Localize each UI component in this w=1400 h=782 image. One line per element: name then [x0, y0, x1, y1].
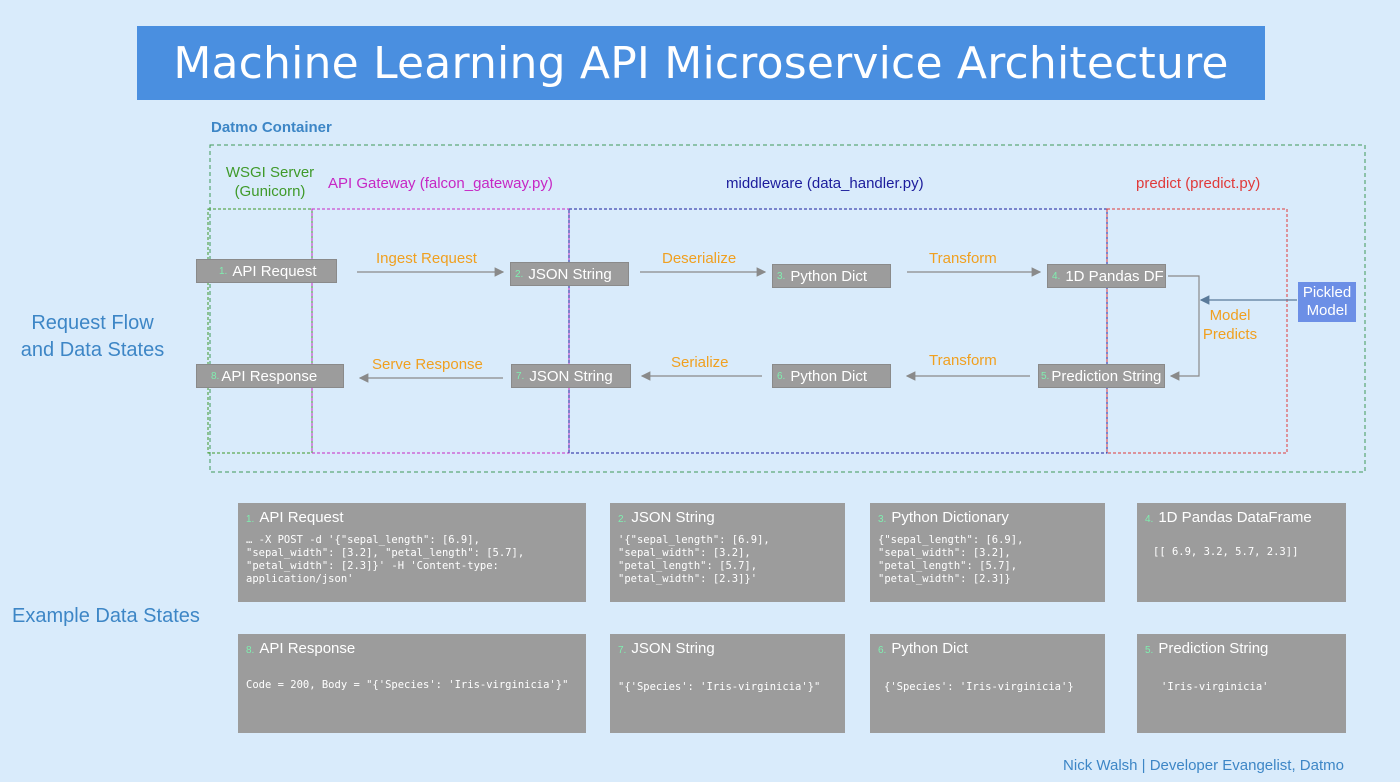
node-label: Prediction String — [1051, 367, 1162, 385]
card-json-string-out: 7. JSON String "{'Species': 'Iris-virgini… — [610, 634, 845, 733]
pickled-model-label: Pickled Model — [1302, 284, 1352, 319]
pickled-model: Pickled Model — [1298, 282, 1356, 322]
card-title: 1D Pandas DataFrame — [1158, 509, 1312, 526]
card-prediction-string: 5. Prediction String 'Iris-virginicia' — [1137, 634, 1346, 733]
wsgi-label: WSGI Server (Gunicorn) — [225, 164, 315, 200]
card-code: '{"sepal_length": [6.9], "sepal_width": … — [618, 534, 770, 585]
node-number: 4. — [1052, 270, 1061, 282]
card-code: {'Species': 'Iris-virginicia'} — [884, 681, 1074, 693]
card-api-response: 8. API Response Code = 200, Body = "{'Spe… — [238, 634, 586, 733]
card-number: 3. — [878, 514, 887, 525]
wsgi-zone-boundary — [207, 208, 313, 454]
card-code: … -X POST -d '{"sepal_length": [6.9], "s… — [246, 534, 525, 585]
card-title: JSON String — [631, 640, 715, 657]
card-title: API Response — [259, 640, 356, 657]
card-python-dict-out: 6. Python Dict {'Species': 'Iris-virginic… — [870, 634, 1105, 733]
card-title: Python Dict — [891, 640, 969, 657]
request-flow-label: Request Flow and Data States — [20, 312, 165, 361]
node-label: Python Dict — [790, 267, 868, 285]
middleware-label: middleware (data_handler.py) — [726, 175, 924, 192]
card-number: 8. — [246, 645, 255, 656]
card-number: 1. — [246, 514, 255, 525]
edge-model-predicts-label: Model Predicts — [1202, 307, 1258, 343]
card-api-request: 1. API Request … -X POST -d '{"sepal_leng… — [238, 503, 586, 602]
node-number: 1. — [219, 265, 228, 277]
edge-transform-bottom-label: Transform — [929, 352, 997, 369]
node-label: JSON String — [529, 367, 613, 385]
node-python-dict-out: 6. Python Dict — [772, 364, 891, 388]
node-label: API Response — [221, 367, 318, 385]
node-json-string-out: 7. JSON String — [511, 364, 631, 388]
card-number: 5. — [1145, 645, 1154, 656]
card-title: JSON String — [631, 509, 715, 526]
footer-credit: Nick Walsh | Developer Evangelist, Datmo — [1063, 757, 1344, 774]
card-code: 'Iris-virginicia' — [1161, 681, 1269, 693]
card-title: Python Dictionary — [891, 509, 1009, 526]
node-number: 5. — [1041, 370, 1050, 382]
node-prediction-string: 5. Prediction String — [1038, 364, 1165, 388]
card-number: 7. — [618, 645, 627, 656]
edge-serve-label: Serve Response — [372, 356, 483, 373]
node-python-dict-in: 3. Python Dict — [772, 264, 891, 288]
node-label: 1D Pandas DF — [1065, 267, 1164, 285]
card-code: [[ 6.9, 3.2, 5.7, 2.3]] — [1153, 546, 1299, 558]
node-api-response: 8. API Response — [196, 364, 344, 388]
card-number: 6. — [878, 645, 887, 656]
card-code: Code = 200, Body = "{'Species': 'Iris-vi… — [246, 679, 569, 691]
predict-label: predict (predict.py) — [1136, 175, 1261, 192]
card-pandas-dataframe: 4. 1D Pandas DataFrame [[ 6.9, 3.2, 5.7, … — [1137, 503, 1346, 602]
node-label: JSON String — [528, 265, 612, 283]
node-number: 7. — [516, 370, 525, 382]
edge-deserialize-label: Deserialize — [662, 250, 737, 267]
card-python-dictionary: 3. Python Dictionary {"sepal_length": [6.… — [870, 503, 1105, 602]
datmo-container-boundary — [209, 144, 1366, 473]
node-number: 8. — [211, 370, 220, 382]
edge-transform-top-label: Transform — [929, 250, 997, 267]
node-number: 6. — [777, 370, 786, 382]
card-code: "{'Species': 'Iris-virginicia'}" — [618, 681, 821, 693]
card-number: 2. — [618, 514, 627, 525]
gateway-label: API Gateway (falcon_gateway.py) — [328, 175, 553, 192]
node-number: 3. — [777, 270, 786, 282]
arrow-model-predicts — [1168, 275, 1200, 381]
predict-zone-boundary — [1106, 208, 1288, 454]
container-label: Datmo Container — [211, 119, 332, 136]
node-label: API Request — [232, 262, 317, 280]
card-number: 4. — [1145, 514, 1154, 525]
card-title: Prediction String — [1158, 640, 1269, 657]
card-code: {"sepal_length": [6.9], "sepal_width": [… — [878, 534, 1024, 585]
card-title: API Request — [259, 509, 344, 526]
edge-ingest-label: Ingest Request — [376, 250, 477, 267]
node-json-string-in: 2. JSON String — [510, 262, 629, 286]
node-pandas-df: 4. 1D Pandas DF — [1047, 264, 1166, 288]
node-number: 2. — [515, 268, 524, 280]
edge-serialize-label: Serialize — [671, 354, 729, 371]
node-label: Python Dict — [790, 367, 868, 385]
diagram-title: Machine Learning API Microservice Archit… — [137, 26, 1265, 100]
node-api-request: 1. API Request — [196, 259, 337, 283]
card-json-string-in: 2. JSON String '{"sepal_length": [6.9], "… — [610, 503, 845, 602]
middleware-zone-boundary — [568, 208, 1108, 454]
example-states-label: Example Data States — [12, 605, 200, 627]
gateway-zone-boundary — [311, 208, 570, 454]
